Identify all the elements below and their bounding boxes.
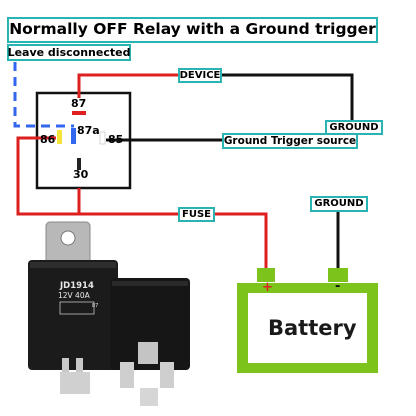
diagram-title: Normally OFF Relay with a Ground trigger <box>7 17 378 43</box>
relay-body-back <box>110 278 190 370</box>
pin-87a-label: 87a <box>77 124 100 137</box>
battery-label: Battery <box>268 316 357 340</box>
wire-fuse-to-battery <box>215 212 268 268</box>
relay-model-text: JD1914 <box>59 281 94 291</box>
pin87a-marker <box>71 128 76 144</box>
ground-trigger-source-label: Ground Trigger source <box>222 133 358 149</box>
pin-30-label: 30 <box>73 168 89 181</box>
pin-86-label: 86 <box>40 133 56 146</box>
pin86-marker <box>57 130 62 144</box>
relay-terminal <box>74 372 90 394</box>
relay-body-back-edge <box>112 281 188 286</box>
relay-body-front <box>28 260 118 370</box>
relay-terminal <box>76 358 83 372</box>
pin87-marker <box>72 111 86 115</box>
relay-mount-hole <box>60 230 76 246</box>
relay-pin-text: 87 <box>92 303 98 309</box>
fuse-label: FUSE <box>178 207 215 222</box>
wire-86-to-fuse <box>16 136 178 216</box>
wire-87-to-device <box>77 73 178 98</box>
pin-87-label: 87 <box>71 97 87 110</box>
pin85-marker <box>99 131 106 145</box>
battery-positive-terminal <box>257 268 275 282</box>
relay-terminal <box>60 372 76 394</box>
relay-terminal <box>140 388 158 406</box>
battery-negative-terminal <box>328 268 348 282</box>
leave-disconnected-label: Leave disconnected <box>7 44 131 61</box>
wire-87a-disconnected <box>13 62 74 128</box>
battery-label-panel <box>248 293 367 363</box>
relay-photo: JD1914 12V 40A 87 <box>28 221 190 406</box>
relay-terminal <box>120 362 134 388</box>
relay-terminal <box>138 342 158 364</box>
pin-85-label: 85 <box>108 133 124 146</box>
relay-rating-text: 12V 40A <box>58 291 91 300</box>
pin30-marker <box>77 158 81 170</box>
relay-body-top-edge <box>30 262 116 268</box>
wire-device-to-ground <box>222 73 354 120</box>
battery-minus-sign: - <box>335 279 341 294</box>
ground-label-battery: GROUND <box>310 196 368 212</box>
relay-terminal <box>160 362 174 388</box>
relay-terminal <box>62 358 69 372</box>
relay-schematic-print <box>59 301 95 315</box>
battery-plus-sign: + <box>262 280 273 295</box>
device-label: DEVICE <box>178 68 222 83</box>
